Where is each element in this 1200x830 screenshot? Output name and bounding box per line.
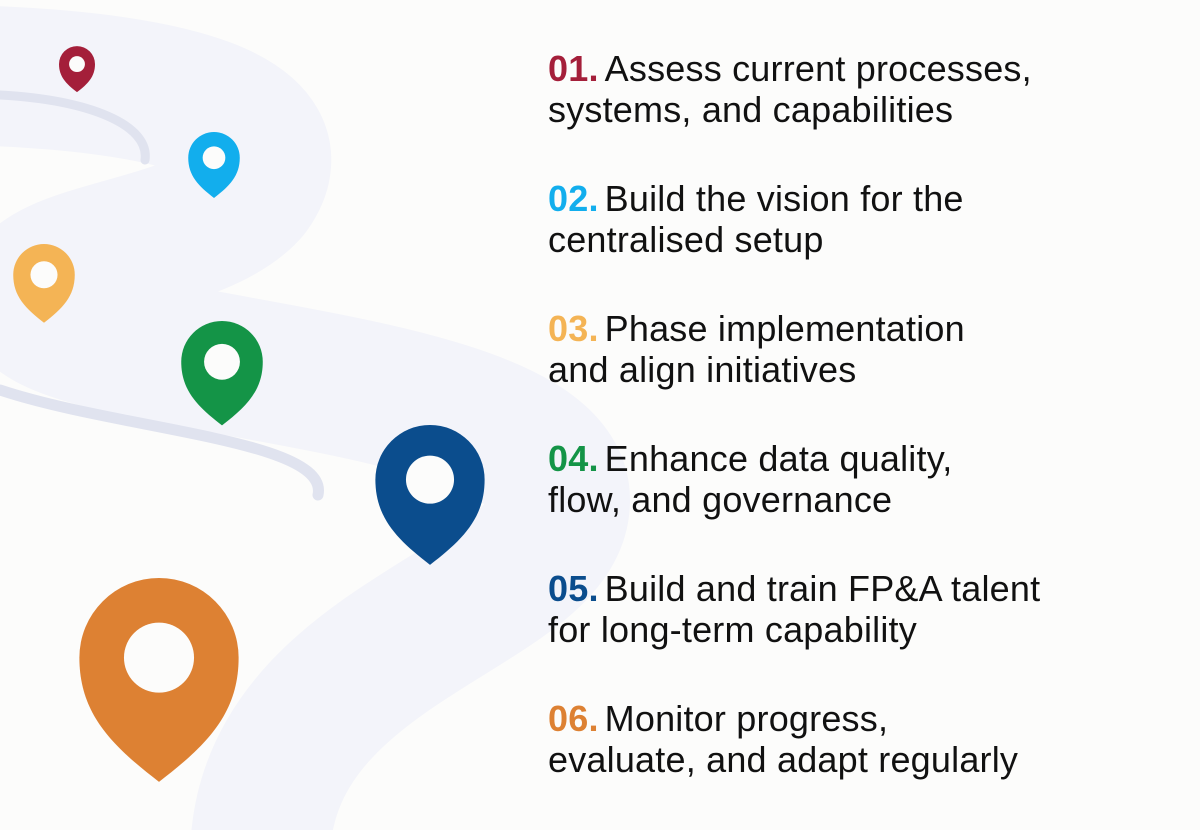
step-text-line2: systems, and capabilities xyxy=(548,89,954,130)
step-text-line2: flow, and governance xyxy=(548,479,893,520)
step-text-line1: Assess current processes, xyxy=(604,48,1032,89)
step-number: 03. xyxy=(548,308,599,349)
step-text-line2: evaluate, and adapt regularly xyxy=(548,739,1019,780)
step-01: 01.Assess current processes,systems, and… xyxy=(548,48,1188,178)
map-pin-icon-04 xyxy=(181,321,263,426)
step-number: 04. xyxy=(548,438,599,479)
map-pin-icon-02 xyxy=(188,132,240,198)
step-number: 05. xyxy=(548,568,599,609)
step-number: 01. xyxy=(548,48,599,89)
step-text-line2: and align initiatives xyxy=(548,349,857,390)
steps-list: 01.Assess current processes,systems, and… xyxy=(548,48,1188,828)
map-pin-icon-05 xyxy=(375,425,485,565)
map-pin-icon-06 xyxy=(79,578,239,782)
step-text-line1: Build the vision for the xyxy=(604,178,964,219)
step-text-line1: Monitor progress, xyxy=(604,698,889,739)
map-pin-icon-01 xyxy=(59,46,95,93)
step-number: 02. xyxy=(548,178,599,219)
step-04: 04.Enhance data quality,flow, and govern… xyxy=(548,438,1188,568)
step-text-line1: Enhance data quality, xyxy=(604,438,953,479)
step-number: 06. xyxy=(548,698,599,739)
step-text-line2: centralised setup xyxy=(548,219,824,260)
map-pin-icon-03 xyxy=(13,244,75,323)
step-text-line2: for long-term capability xyxy=(548,609,917,650)
step-text-line1: Phase implementation xyxy=(604,308,965,349)
step-text-line1: Build and train FP&A talent xyxy=(604,568,1041,609)
step-06: 06.Monitor progress,evaluate, and adapt … xyxy=(548,698,1188,828)
